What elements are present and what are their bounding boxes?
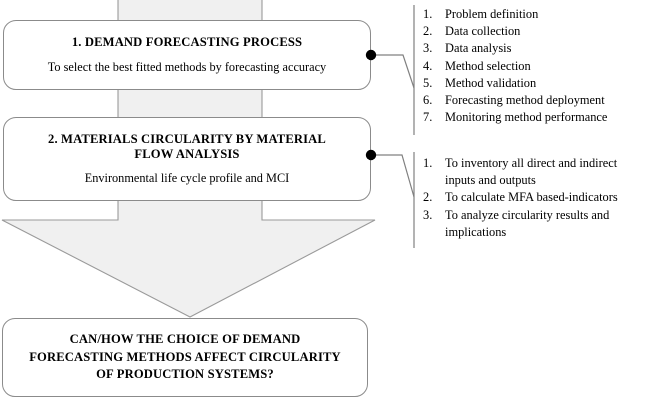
list-item-label: Forecasting method deployment [445, 92, 605, 107]
list-item: 1. To inventory all direct and indirect … [423, 155, 646, 189]
numbered-list-mfa-steps: 1. To inventory all direct and indirect … [423, 155, 646, 241]
list-item-number: 1. [423, 7, 433, 21]
process-box-demand-forecasting: 1. DEMAND FORECASTING PROCESS To select … [3, 20, 371, 90]
list-item: 5. Method validation [423, 75, 646, 92]
box-3-title-line-3: OF PRODUCTION SYSTEMS? [96, 367, 274, 382]
list-item-number: 1. [423, 156, 433, 170]
box-2-title-line-1: 2. MATERIALS CIRCULARITY BY MATERIAL [48, 131, 326, 146]
process-box-research-question: CAN/HOW THE CHOICE OF DEMAND FORECASTING… [2, 318, 368, 397]
list-item-label: To analyze circularity results and impli… [445, 207, 610, 239]
numbered-list-forecasting-steps: 1. Problem definition 2. Data collection… [423, 6, 646, 126]
box-1-title: 1. DEMAND FORECASTING PROCESS [71, 35, 303, 50]
box-3-title-line-1: CAN/HOW THE CHOICE OF DEMAND [69, 331, 301, 346]
list-item-label: Method selection [445, 58, 531, 73]
box-1-subtitle: To select the best fitted methods by for… [47, 59, 327, 74]
leader-line-2 [371, 154, 415, 198]
list-item-number: 6. [423, 92, 433, 107]
list-item: 3. To analyze circularity results and im… [423, 207, 646, 241]
list-item-label: Data collection [445, 24, 521, 39]
box-2-title-line-2: FLOW ANALYSIS [134, 147, 240, 162]
list-item-number: 7. [423, 110, 433, 125]
list-item-label: Method validation [445, 75, 537, 90]
list-item: 4. Method selection [423, 58, 646, 75]
list-item: 2. Data collection [423, 23, 646, 40]
list-item-label: Problem definition [445, 7, 539, 21]
list-item: 7. Monitoring method performance [423, 109, 646, 126]
list-item-number: 2. [423, 24, 433, 39]
list-item: 2. To calculate MFA based-indicators [423, 189, 646, 206]
list-item: 6. Forecasting method deployment [423, 92, 646, 109]
list-item: 1. Problem definition [423, 6, 646, 23]
box-3-title-line-2: FORECASTING METHODS AFFECT CIRCULARITY [29, 349, 341, 364]
list-item-number: 2. [423, 190, 433, 205]
list-item-label: Data analysis [445, 41, 512, 56]
list-item-number: 3. [423, 41, 433, 56]
leader-line-1 [371, 54, 415, 89]
list-item-label: To calculate MFA based-indicators [445, 190, 618, 205]
list-item: 3. Data analysis [423, 40, 646, 57]
list-item-number: 3. [423, 207, 433, 222]
process-box-materials-circularity: 2. MATERIALS CIRCULARITY BY MATERIAL FLO… [3, 117, 371, 201]
list-item-number: 5. [423, 75, 433, 90]
box-2-subtitle: Environmental life cycle profile and MCI [84, 171, 290, 186]
list-item-number: 4. [423, 58, 433, 73]
list-item-label: To inventory all direct and indirect inp… [445, 156, 618, 188]
list-item-label: Monitoring method performance [445, 110, 608, 125]
